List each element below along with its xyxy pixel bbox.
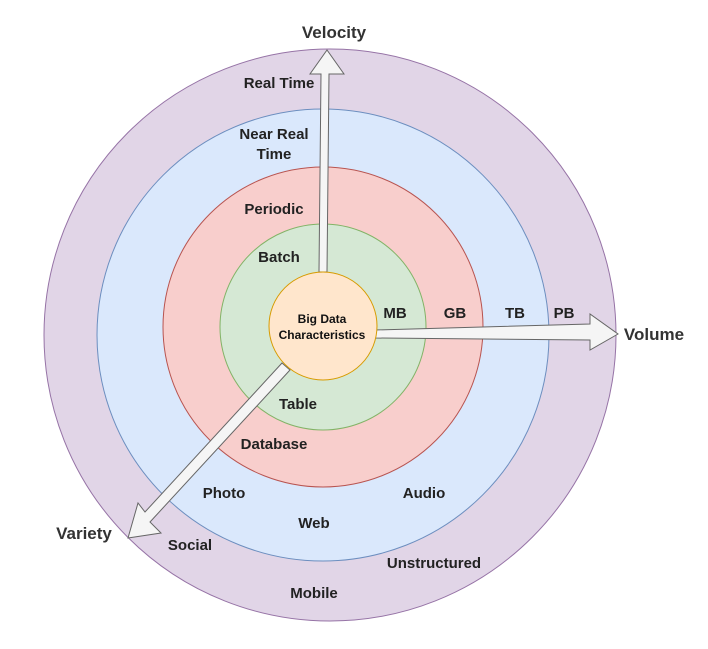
label-real-time: Real Time: [244, 75, 315, 92]
center-title-line2: Characteristics: [279, 328, 366, 342]
label-mobile: Mobile: [290, 585, 338, 602]
label-tb: TB: [505, 305, 525, 322]
label-gb: GB: [444, 305, 467, 322]
volume-arrow: [374, 313, 619, 351]
label-table: Table: [279, 396, 317, 413]
variety-arrow: [127, 362, 291, 539]
core-circle: [268, 271, 378, 381]
center-title-line1: Big Data: [298, 312, 347, 326]
label-social: Social: [168, 537, 212, 554]
label-periodic: Periodic: [244, 201, 303, 218]
label-pb: PB: [554, 305, 575, 322]
label-batch: Batch: [258, 249, 300, 266]
label-database: Database: [241, 436, 308, 453]
axis-label-volume: Volume: [624, 325, 684, 344]
label-audio: Audio: [403, 485, 446, 502]
label-web: Web: [298, 515, 329, 532]
label-near-real-time-2: Time: [257, 146, 292, 163]
axis-label-velocity: Velocity: [302, 23, 367, 42]
label-mb: MB: [383, 305, 406, 322]
label-near-real-time-1: Near Real: [239, 126, 308, 143]
label-photo: Photo: [203, 485, 246, 502]
label-unstructured: Unstructured: [387, 555, 481, 572]
velocity-arrow: [309, 49, 345, 273]
axis-label-variety: Variety: [56, 524, 112, 543]
